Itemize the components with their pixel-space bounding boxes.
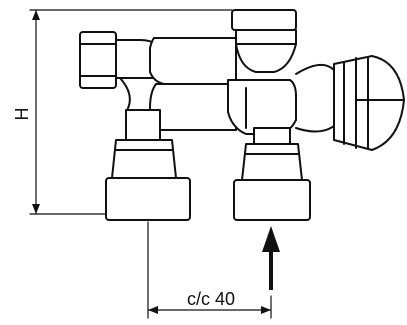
top-cap-nut [231,9,297,31]
center-distance-label: c/c 40 [187,289,235,309]
center-distance-dimension: c/c 40 [147,221,272,319]
flow-arrow-head [262,226,280,252]
height-arrow-bottom [32,204,40,214]
height-label: H [12,108,32,121]
right-leg-upper [253,127,291,145]
top-cap [231,9,297,73]
flow-arrow [262,226,280,290]
cc-arrow-right [261,306,271,314]
right-knob [333,55,405,151]
height-arrow-top [32,10,40,20]
height-dimension: H [12,9,233,215]
left-leg-connector [105,177,191,221]
left-leg [105,109,191,221]
right-leg-nut [241,143,303,181]
left-elbow-curve [119,77,131,113]
right-leg [233,127,311,221]
top-cap-body [235,29,297,73]
left-leg-upper [125,109,161,141]
cc-arrow-left [148,306,158,314]
right-neck-top [295,63,335,75]
left-leg-nut [111,139,177,179]
left-coupling [79,31,161,89]
right-neck-bottom [295,125,335,133]
center-chamber [227,79,297,135]
upper-pipe [149,37,237,85]
right-leg-connector [233,179,311,221]
middle-pipe [149,83,237,131]
left-coupling-nut [79,31,117,89]
